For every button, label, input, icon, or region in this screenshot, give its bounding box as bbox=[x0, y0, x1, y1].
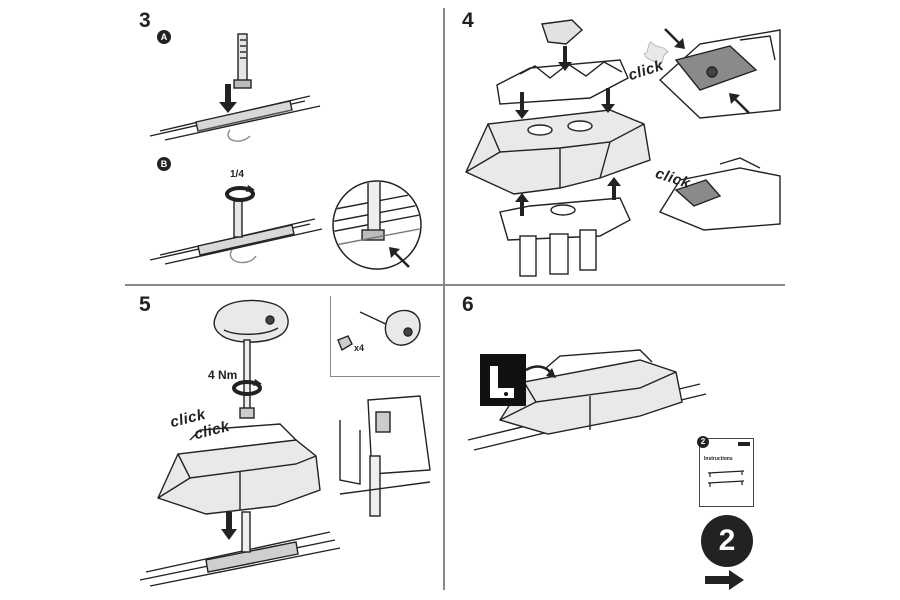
arrow-pointer-icon bbox=[729, 93, 750, 114]
arrow-right-icon[interactable] bbox=[705, 569, 745, 591]
arrow-down-icon bbox=[515, 92, 529, 119]
quarter-turn-label: 1/4 bbox=[230, 169, 244, 180]
torque-marking-inset bbox=[480, 354, 526, 406]
arrow-up-icon bbox=[607, 177, 621, 200]
rotate-icon bbox=[232, 379, 262, 396]
step-4-number: 4 bbox=[462, 9, 474, 32]
kit-inset-divider bbox=[330, 376, 440, 377]
panel-divider-horizontal bbox=[125, 284, 785, 286]
arrow-up-icon bbox=[515, 193, 529, 216]
step-3-number: 3 bbox=[139, 9, 151, 32]
torque-label: 4 Nm bbox=[208, 368, 238, 382]
rotate-icon bbox=[225, 185, 255, 202]
arrow-down-icon bbox=[221, 512, 237, 540]
quantity-label: x4 bbox=[354, 343, 365, 353]
arrow-pointer-icon bbox=[389, 247, 410, 268]
arrow-curve-icon bbox=[525, 365, 556, 378]
substep-a-badge: A bbox=[157, 30, 171, 44]
roof-bar-icon bbox=[707, 470, 745, 487]
arrow-down-icon bbox=[219, 84, 237, 113]
step-6-number: 6 bbox=[462, 293, 474, 316]
doc-number-badge: 2 bbox=[697, 436, 709, 448]
next-step-badge[interactable]: 2 bbox=[701, 515, 753, 567]
kit-inset-divider bbox=[330, 296, 331, 376]
arrow-pointer-icon bbox=[664, 28, 685, 49]
panel-divider-vertical bbox=[443, 8, 445, 590]
arrow-down-icon bbox=[601, 88, 615, 113]
substep-b-badge: B bbox=[157, 157, 171, 171]
doc-tag bbox=[738, 442, 750, 446]
arrow-down-icon bbox=[558, 46, 572, 71]
step-5-number: 5 bbox=[139, 293, 151, 316]
next-instructions-card: 2 Instructions bbox=[697, 436, 754, 507]
doc-title: Instructions bbox=[704, 456, 733, 462]
